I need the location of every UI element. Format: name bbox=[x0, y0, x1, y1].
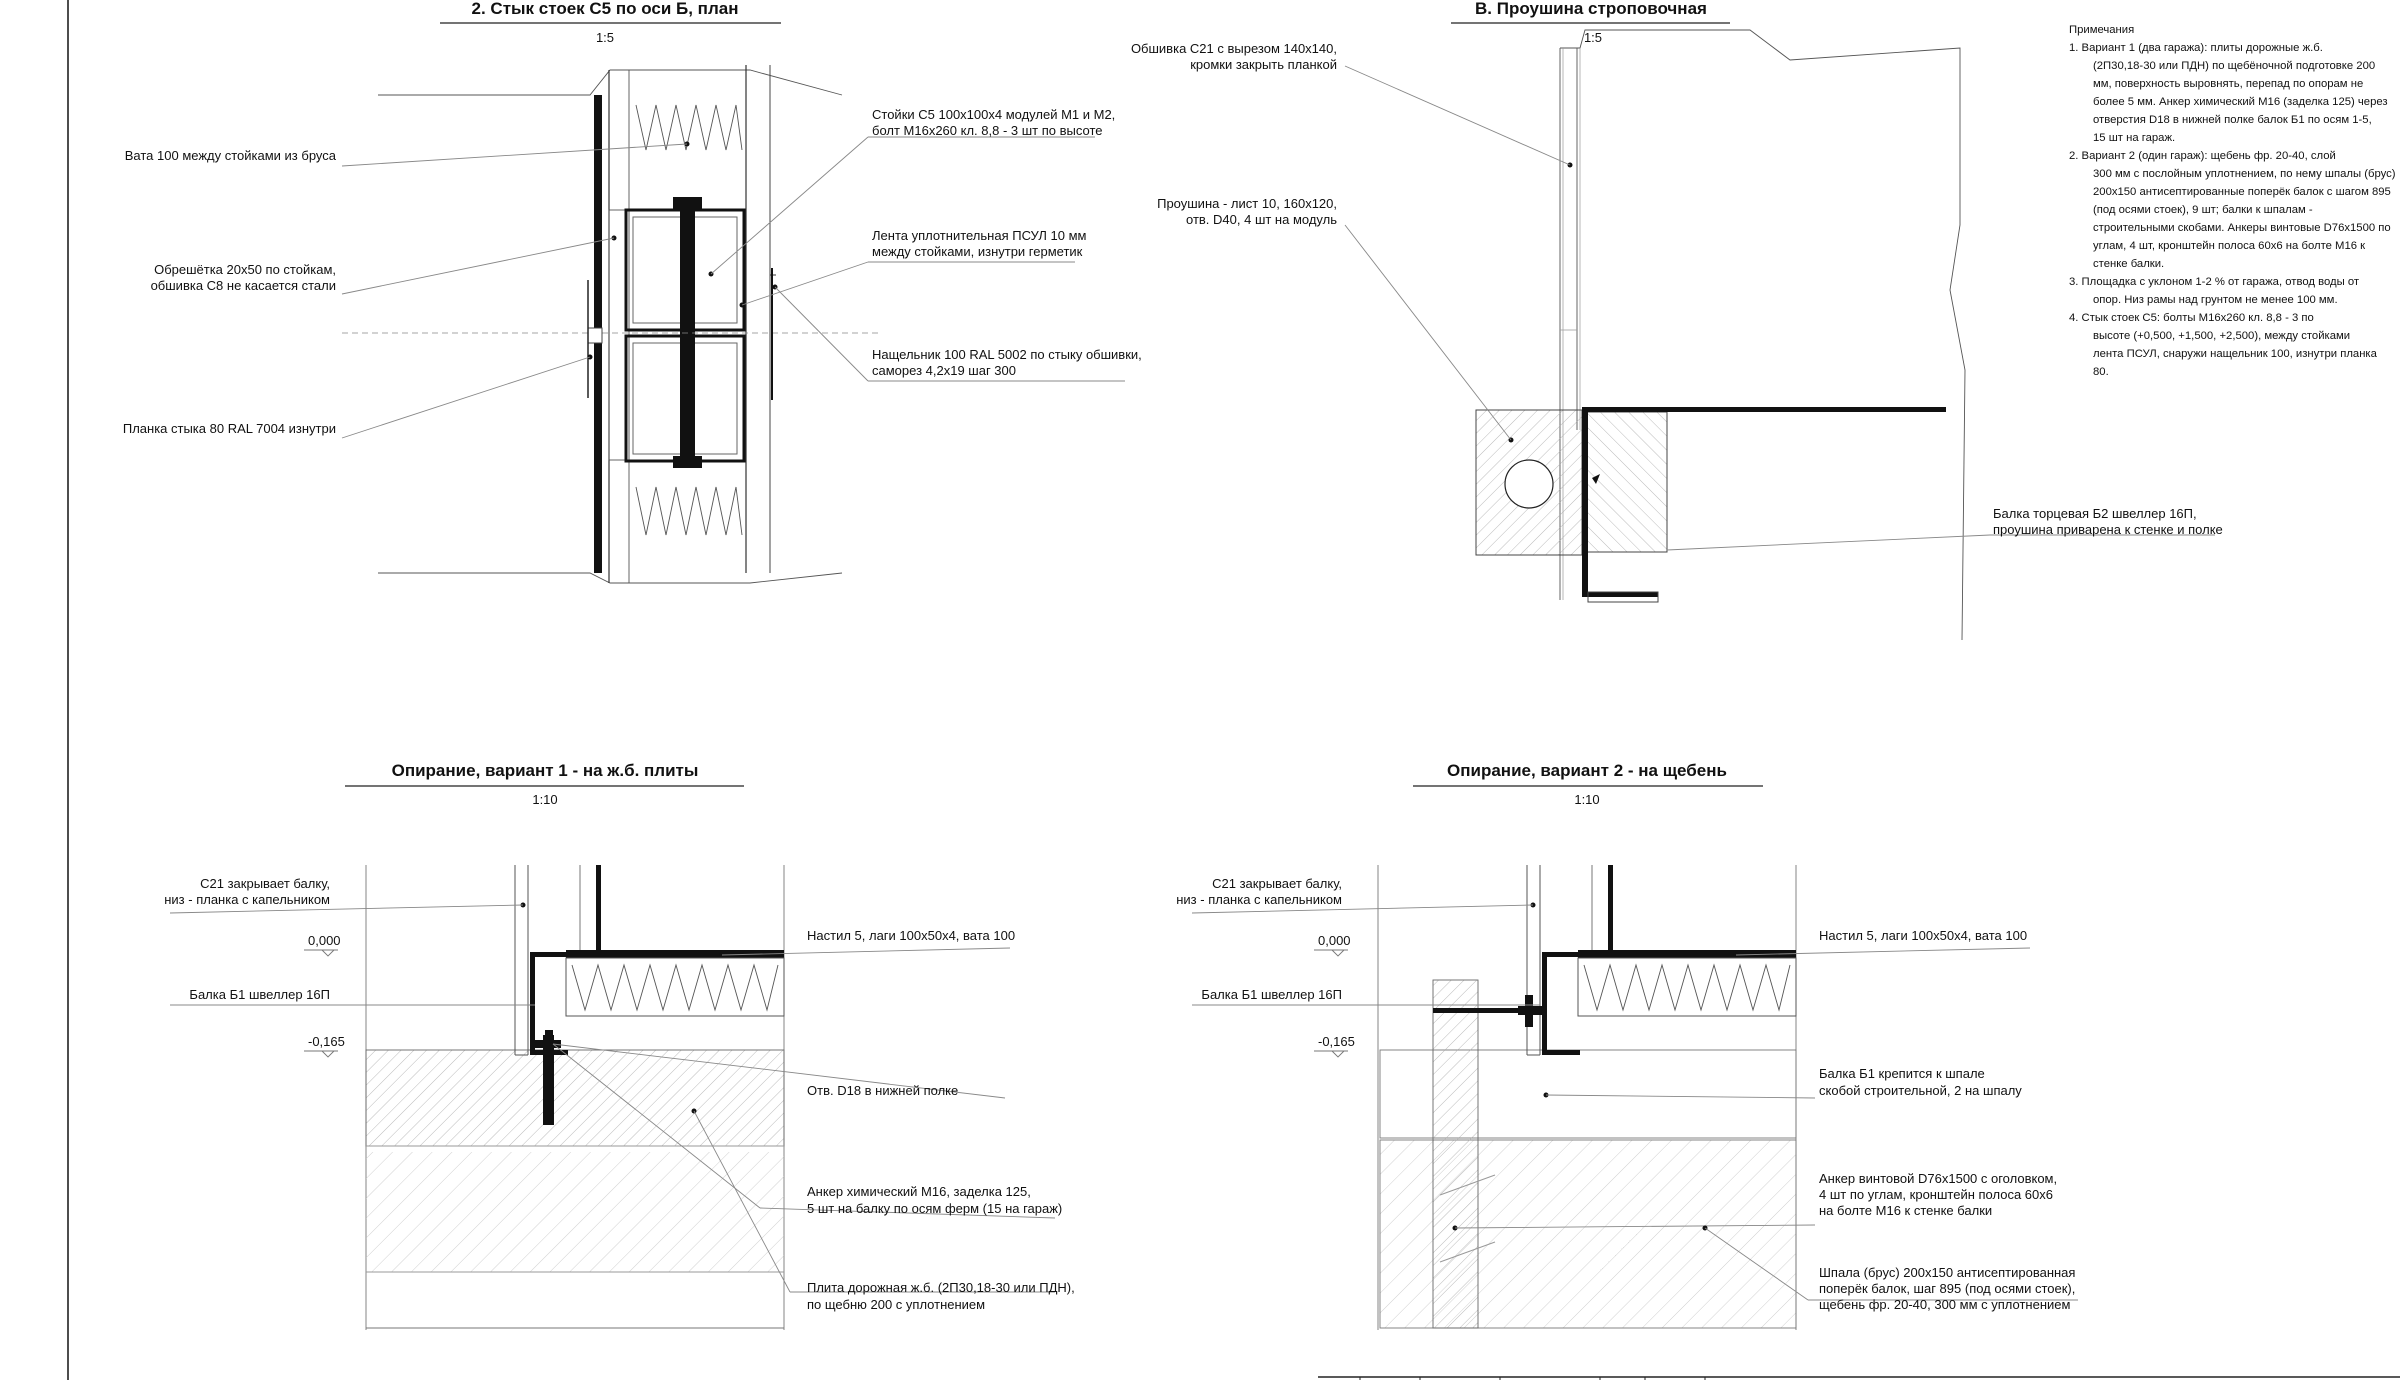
note-line: 2. Вариант 2 (один гараж): щебень фр. 20… bbox=[2069, 150, 2336, 162]
v2-label-tape: Лента уплотнительная ПСУЛ 10 мм bbox=[872, 228, 1087, 243]
note-line: отверстия D18 в нижней полке балок Б1 по… bbox=[2093, 114, 2372, 126]
vv-label-lug-2: отв. D40, 4 шт на модуль bbox=[1186, 212, 1337, 227]
note-line: стенке балки. bbox=[2093, 258, 2164, 270]
note-line: строительными скобами. Анкеры винтовые D… bbox=[2093, 222, 2391, 234]
view-s2-title: Опирание, вариант 2 - на щебень bbox=[1447, 761, 1727, 780]
notes-block: Примечания 1. Вариант 1 (два гаража): пл… bbox=[2069, 24, 2396, 378]
view-joint-plan: 2. Стык стоек С5 по оси Б, план 1:5 bbox=[123, 0, 1142, 584]
s1-label-cladding-2: низ - планка с капельником bbox=[164, 892, 330, 907]
s1-label-slab-2: по щебню 200 с уплотнением bbox=[807, 1297, 985, 1312]
s2-label-sleeper-3: щебень фр. 20-40, 300 мм с уплотнением bbox=[1819, 1297, 2070, 1312]
s2-label-anchor: Анкер винтовой D76х1500 с оголовком, bbox=[1819, 1171, 2057, 1186]
s1-label-anchor-2: 5 шт на балку по осям ферм (15 на гараж) bbox=[807, 1201, 1062, 1216]
note-line: 15 шт на гараж. bbox=[2093, 132, 2175, 144]
v2-label-flashing: Нащельник 100 RAL 5002 по стыку обшивки, bbox=[872, 347, 1142, 362]
note-line: (2П30,18-30 или ПДН) по щебёночной подго… bbox=[2093, 60, 2375, 72]
s2-label-cladding: С21 закрывает балку, bbox=[1212, 876, 1342, 891]
notes-heading: Примечания bbox=[2069, 24, 2134, 36]
view-2-title: 2. Стык стоек С5 по оси Б, план bbox=[472, 0, 739, 18]
s2-label-fixing-2: скобой строительной, 2 на шпалу bbox=[1819, 1083, 2022, 1098]
note-line: опор. Низ рамы над грунтом не менее 100 … bbox=[2093, 294, 2338, 306]
note-line: лента ПСУЛ, снаружи нащельник 100, изнут… bbox=[2093, 348, 2378, 360]
view-s1-scale: 1:10 bbox=[532, 792, 557, 807]
s2-label-sleeper-2: поперёк балок, шаг 895 (под осями стоек)… bbox=[1819, 1281, 2075, 1296]
note-line: 200х150 антисептированные поперёк балок … bbox=[2093, 186, 2391, 198]
note-line: углам, 4 шт, кронштейн полоса 60х6 на бо… bbox=[2093, 240, 2365, 252]
s2-label-floor: Настил 5, лаги 100х50х4, вата 100 bbox=[1819, 928, 2027, 943]
s1-label-anchor: Анкер химический М16, заделка 125, bbox=[807, 1184, 1031, 1199]
view-s2-scale: 1:10 bbox=[1574, 792, 1599, 807]
vv-label-beam-2: проушина приварена к стенке и полке bbox=[1993, 522, 2223, 537]
s2-label-fixing: Балка Б1 крепится к шпале bbox=[1819, 1066, 1985, 1081]
v2-label-plank: Планка стыка 80 RAL 7004 изнутри bbox=[123, 421, 336, 436]
s1-label-hole: Отв. D18 в нижней полке bbox=[807, 1083, 958, 1098]
s1-label-floor: Настил 5, лаги 100х50х4, вата 100 bbox=[807, 928, 1015, 943]
s2-label-beam: Балка Б1 швеллер 16П bbox=[1201, 987, 1342, 1002]
vv-label-sheathing: Обшивка С21 с вырезом 140х140, bbox=[1131, 41, 1337, 56]
v2-label-tape-2: между стойками, изнутри герметик bbox=[872, 244, 1083, 259]
note-line: (под осями стоек), 9 шт; балки к шпалам … bbox=[2093, 204, 2313, 216]
v2-label-battens: Обрешётка 20х50 по стойкам, bbox=[154, 262, 336, 277]
s1-label-beam: Балка Б1 швеллер 16П bbox=[189, 987, 330, 1002]
s2-label-anchor-2: 4 шт по углам, кронштейн полоса 60х6 bbox=[1819, 1187, 2053, 1202]
view-support-variant-2: Опирание, вариант 2 - на щебень 1:10 bbox=[1176, 761, 2078, 1330]
s2-level-bottom: -0,165 bbox=[1318, 1034, 1355, 1049]
vv-label-lug: Проушина - лист 10, 160х120, bbox=[1157, 196, 1337, 211]
s1-level-top: 0,000 bbox=[308, 933, 341, 948]
s2-level-top: 0,000 bbox=[1318, 933, 1351, 948]
view-lifting-lug: В. Проушина строповочная 1:5 Обшивка С21… bbox=[1131, 0, 2223, 641]
note-line: мм, поверхность выровнять, перепад по оп… bbox=[2093, 78, 2363, 90]
s2-label-cladding-2: низ - планка с капельником bbox=[1176, 892, 1342, 907]
v2-label-flashing-2: саморез 4,2х19 шаг 300 bbox=[872, 363, 1016, 378]
vv-label-sheathing-2: кромки закрыть планкой bbox=[1190, 57, 1337, 72]
sheet-frame bbox=[67, 0, 2400, 1380]
view-2-scale: 1:5 bbox=[596, 30, 614, 45]
view-s1-title: Опирание, вариант 1 - на ж.б. плиты bbox=[392, 761, 699, 780]
v2-label-battens-2: обшивка С8 не касается стали bbox=[151, 278, 336, 293]
note-line: 80. bbox=[2093, 366, 2109, 378]
s1-level-bottom: -0,165 bbox=[308, 1034, 345, 1049]
v2-label-posts-2: болт М16х260 кл. 8,8 - 3 шт по высоте bbox=[872, 123, 1103, 138]
note-line: высоте (+0,500, +1,500, +2,500), между с… bbox=[2093, 330, 2350, 342]
v2-label-wool: Вата 100 между стойками из бруса bbox=[125, 148, 337, 163]
vv-label-beam: Балка торцевая Б2 швеллер 16П, bbox=[1993, 506, 2197, 521]
s1-label-slab: Плита дорожная ж.б. (2П30,18-30 или ПДН)… bbox=[807, 1280, 1075, 1295]
view-v-scale: 1:5 bbox=[1584, 30, 1602, 45]
s1-label-cladding: С21 закрывает балку, bbox=[200, 876, 330, 891]
note-line: 4. Стык стоек С5: болты М16х260 кл. 8,8 … bbox=[2069, 312, 2314, 324]
note-line: 300 мм с послойным уплотнением, по нему … bbox=[2093, 168, 2396, 180]
note-line: более 5 мм. Анкер химический М16 (заделк… bbox=[2093, 96, 2388, 108]
note-line: 3. Площадка с уклоном 1-2 % от гаража, о… bbox=[2069, 276, 2359, 288]
view-support-variant-1: Опирание, вариант 1 - на ж.б. плиты 1:10 bbox=[164, 761, 1075, 1330]
v2-label-posts: Стойки С5 100х100х4 модулей М1 и М2, bbox=[872, 107, 1115, 122]
view-v-title: В. Проушина строповочная bbox=[1475, 0, 1707, 18]
s2-label-sleeper: Шпала (брус) 200х150 антисептированная bbox=[1819, 1265, 2075, 1280]
note-line: 1. Вариант 1 (два гаража): плиты дорожны… bbox=[2069, 42, 2323, 54]
s2-label-anchor-3: на болте М16 к стенке балки bbox=[1819, 1203, 1992, 1218]
